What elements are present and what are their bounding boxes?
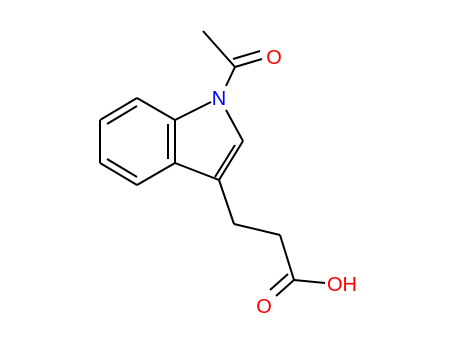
atom-label-hydroxyl: OH [327,274,357,296]
double-bond-c5-c4 [106,158,138,178]
bond-carbonyl-c-methyl [202,30,236,68]
double-bond-c7-c6 [106,105,138,125]
bond-c2-c3 [218,140,244,181]
bond-n1-carbonyl-c [225,66,236,87]
benzene-ring [99,97,176,186]
atom-label-n1: N [212,88,226,110]
bond-c5-c4 [99,162,138,186]
bond-c3-ch2 [218,179,235,225]
pyrrole-ring [174,101,244,181]
double-bond-c2-c3 [214,144,236,178]
bond-c4-c3a [136,162,176,186]
bond-cooh-oh [293,279,326,284]
bond-ch2-cooh [279,234,295,281]
bond-c7-c6 [99,97,138,121]
acetyl-group [202,30,263,87]
bond-c7a-n1 [174,101,212,121]
bond-c7a-c7 [136,97,176,121]
propanoic-acid-chain [218,179,326,297]
bond-c3-c3a [174,162,220,181]
double-bond-carbonyl-c-o [232,50,261,60]
atom-label-acetyl-o: O [266,47,282,69]
atom-label-carbonyl-o: O [256,296,272,318]
double-bond-cooh-o [269,273,289,291]
bond-carbonyl-c-o [234,58,263,68]
bond-ch2-ch2 [233,223,281,236]
bond-n1-c2 [225,109,244,142]
bond-cooh-o [275,279,295,297]
